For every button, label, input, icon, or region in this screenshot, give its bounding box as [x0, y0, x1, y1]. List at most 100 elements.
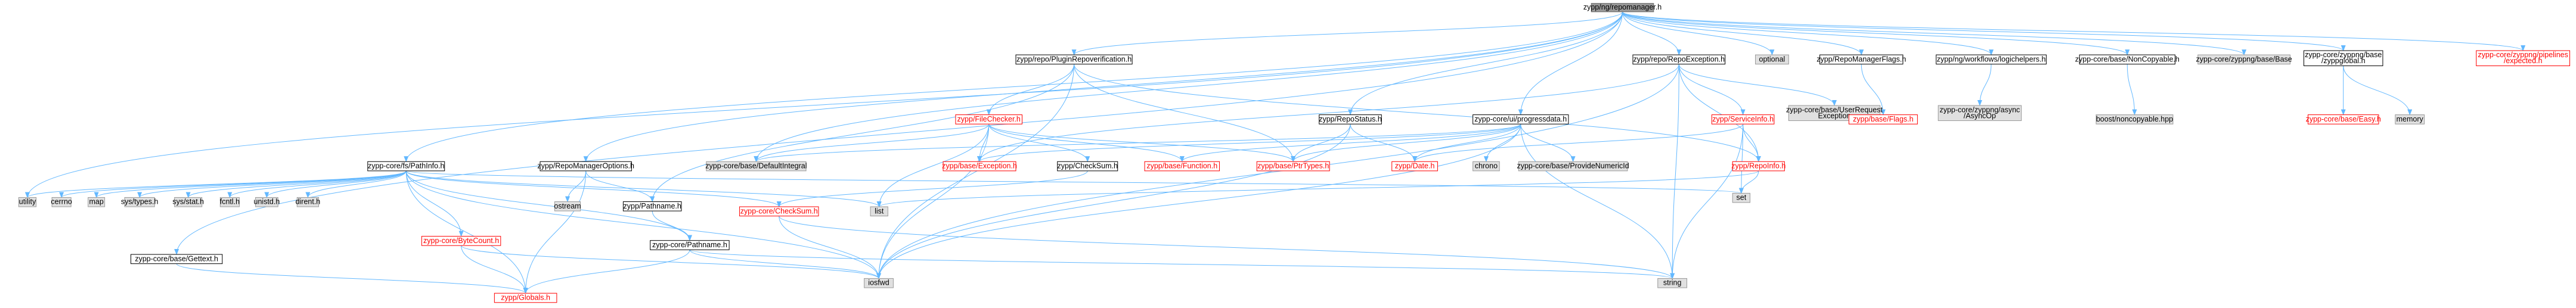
node-n_repostatus[interactable]: zypp/RepoStatus.h	[1319, 114, 1382, 125]
node-n_progressdata[interactable]: zypp-core/ui/progressdata.h	[1473, 114, 1569, 125]
node-n_list[interactable]: list	[870, 206, 888, 217]
edge-n_pathinfo-to-n_errno	[59, 170, 407, 198]
node-label: zypp-core/base/ProvideNumericId	[1517, 162, 1629, 170]
node-n_sysstat[interactable]: sys/stat.h	[172, 197, 204, 207]
node-n_optional[interactable]: optional	[1755, 54, 1789, 65]
node-n_flags[interactable]: zypp/base/Flags.h	[1848, 114, 1918, 125]
node-box	[1848, 114, 1918, 125]
node-box	[18, 197, 37, 207]
node-box	[943, 161, 1016, 172]
node-n_pathname_core[interactable]: zypp-core/Pathname.h	[650, 240, 730, 250]
edge-n_progressdata-to-n_date	[1412, 124, 1521, 163]
node-n_defaultintegral[interactable]: zypp-core/base/DefaultIntegral	[705, 161, 807, 172]
node-n_exception[interactable]: zypp/base/Exception.h	[942, 161, 1017, 172]
edge-n_pluginrepo-to-n_pathname	[650, 64, 1075, 203]
node-label: zypp/FileChecker.h	[957, 115, 1021, 123]
node-label: zypp/Pathname.h	[624, 202, 681, 210]
node-n_errno[interactable]: cerrno	[51, 197, 72, 207]
edge-layer	[25, 11, 2525, 294]
node-label: /zyppglobal.h	[2321, 57, 2366, 65]
node-n_repoinfo[interactable]: zypp/RepoInfo.h	[1731, 161, 1785, 172]
edge-n_filechecker-to-n_function	[988, 124, 1185, 163]
node-n_dirent[interactable]: dirent.h	[296, 197, 321, 207]
node-label: utility	[19, 198, 36, 206]
node-box	[2304, 50, 2383, 66]
edge-n_progressdata-to-n_iosfwd	[876, 124, 1521, 279]
node-n_checksum_core[interactable]: zypp-core/CheckSum.h	[739, 206, 819, 217]
node-label: zypp-core/base/Gettext.h	[135, 254, 218, 263]
node-n_function[interactable]: zypp/base/Function.h	[1144, 161, 1220, 172]
node-box	[367, 161, 445, 172]
edge-n_pathinfo-to-n_fcntl	[227, 170, 407, 198]
node-n_utility[interactable]: utility	[18, 197, 37, 207]
node-label: optional	[1759, 55, 1785, 63]
node-n_logichelpers[interactable]: zypp/ng/workflows/logichelpers.h	[1936, 54, 2047, 65]
node-n_boostnoncopyable[interactable]: boost/noncopyable.hpp	[2095, 114, 2174, 125]
node-label: zypp/ng/workflows/logichelpers.h	[1937, 55, 2046, 63]
node-root[interactable]: zypp/ng/repomanager.h	[1583, 3, 1661, 13]
node-box	[955, 114, 1022, 125]
edge-n_pathinfo-to-n_systypes	[137, 170, 407, 198]
edge-n_pathname_core-to-n_iosfwd	[689, 250, 881, 279]
node-box	[88, 197, 106, 207]
edge-n_bytecount-to-n_globals	[461, 245, 528, 294]
edge-n_pluginrepo-to-n_iosfwd	[876, 64, 1075, 279]
edge-n_pluginrepo-to-n_repoinfo	[1074, 64, 1761, 163]
node-n_string[interactable]: string	[1657, 278, 1688, 288]
node-n_gettext[interactable]: zypp-core/base/Gettext.h	[131, 254, 223, 265]
node-n_easy[interactable]: zypp-core/base/Easy.h	[2306, 114, 2381, 125]
node-n_memory[interactable]: memory	[2395, 114, 2425, 125]
node-n_zyppngbase[interactable]: zypp-core/zyppng/base/Base	[2196, 54, 2292, 65]
node-n_zyppglobal[interactable]: zypp-core/zyppng/base/zyppglobal.h	[2304, 50, 2383, 66]
edge-n_pathinfo-to-n_set	[405, 170, 1743, 194]
node-n_noncopyable[interactable]: zypp-core/base/NonCopyable.h	[2075, 54, 2180, 65]
node-label: zypp/RepoManagerOptions.h	[537, 162, 634, 170]
edge-n_pluginrepo-to-n_filechecker	[986, 64, 1075, 116]
node-n_date[interactable]: zypp/Date.h	[1391, 161, 1438, 172]
edge-n_zyppglobal-to-n_memory	[2343, 66, 2413, 116]
node-n_filechecker[interactable]: zypp/FileChecker.h	[955, 114, 1022, 125]
node-label: chrono	[1475, 162, 1498, 170]
node-box	[1015, 54, 1133, 65]
edge-n_logichelpers-to-n_asyncop	[1977, 64, 1992, 107]
node-label: zypp/RepoInfo.h	[1731, 162, 1785, 170]
node-label: ostream	[554, 202, 581, 210]
node-box	[622, 201, 682, 211]
node-n_globals[interactable]: zypp/Globals.h	[494, 293, 557, 303]
node-box	[1819, 54, 1904, 65]
node-n_pathinfo[interactable]: zypp-core/fs/PathInfo.h	[367, 161, 445, 172]
edge-n_pathinfo-to-n_unistd	[264, 170, 407, 198]
node-n_pluginrepo[interactable]: zypp/repo/PluginRepoverification.h	[1015, 54, 1133, 65]
node-n_systypes[interactable]: sys/types.h	[121, 197, 159, 207]
node-n_repoexception[interactable]: zypp/repo/RepoException.h	[1632, 54, 1726, 65]
edge-n_filechecker-to-n_checksum	[988, 124, 1090, 163]
node-box	[2476, 50, 2571, 66]
node-n_checksum[interactable]: zypp/CheckSum.h	[1057, 161, 1118, 172]
node-n_unistd[interactable]: unistd.h	[254, 197, 280, 207]
node-n_bytecount[interactable]: zypp-core/ByteCount.h	[421, 236, 501, 246]
node-box	[1657, 278, 1688, 288]
node-box	[1391, 161, 1438, 172]
edge-n_repoexception-to-n_iosfwd	[876, 64, 1679, 279]
node-n_asyncop[interactable]: zypp-core/zyppng/async/AsyncOp	[1938, 105, 2022, 122]
node-n_map[interactable]: map	[88, 197, 106, 207]
node-n_ostream[interactable]: ostream	[554, 201, 581, 211]
edge-root-to-n_gettext	[174, 11, 1623, 256]
node-n_set[interactable]: set	[1732, 192, 1750, 203]
node-n_fcntl[interactable]: fcntl.h	[220, 197, 240, 207]
edge-n_noncopyable-to-n_boostnoncopyable	[2126, 64, 2137, 116]
node-n_chrono[interactable]: chrono	[1473, 161, 1500, 172]
node-n_repomgrflags[interactable]: zypp/RepoManagerFlags.h	[1816, 54, 1906, 65]
node-label: zypp/RepoManagerFlags.h	[1816, 55, 1906, 63]
edge-root-to-n_expected	[1622, 11, 2525, 51]
edge-n_pathname_core-to-n_string	[689, 249, 1675, 279]
node-n_serviceinfo[interactable]: zypp/ServiceInfo.h	[1711, 114, 1775, 125]
node-n_pathname[interactable]: zypp/Pathname.h	[622, 201, 682, 211]
node-n_iosfwd[interactable]: iosfwd	[864, 278, 894, 288]
node-n_expected[interactable]: zypp-core/zyppng/pipelines/expected.h	[2476, 50, 2571, 66]
node-box	[131, 254, 223, 265]
node-n_ptrtypes[interactable]: zypp/base/PtrTypes.h	[1256, 161, 1330, 172]
node-n_repomgropts[interactable]: zypp/RepoManagerOptions.h	[537, 161, 634, 172]
node-label: zypp-core/ui/progressdata.h	[1474, 115, 1567, 123]
node-n_providenumericid[interactable]: zypp-core/base/ProvideNumericId	[1517, 161, 1629, 172]
